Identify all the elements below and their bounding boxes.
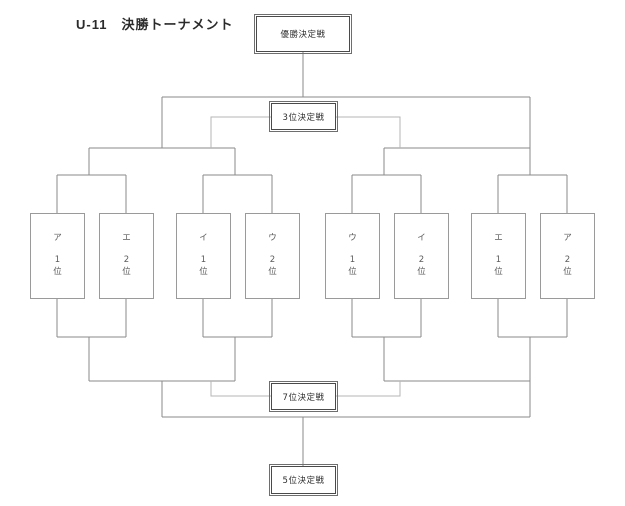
team-box-6[interactable]: イ 2 位 <box>394 213 449 299</box>
team-group-letter: ア <box>563 232 572 243</box>
team-group-letter: ウ <box>348 232 357 243</box>
team-rank-unit: 位 <box>494 266 503 277</box>
team-rank-unit: 位 <box>53 266 62 277</box>
team-rank-unit: 位 <box>199 266 208 277</box>
team-rank: 1 位 <box>199 255 208 278</box>
team-rank-number: 1 <box>349 255 356 266</box>
team-group-letter: イ <box>199 232 208 243</box>
team-group-letter: ア <box>53 232 62 243</box>
team-rank-unit: 位 <box>563 266 572 277</box>
page-title: U-11 決勝トーナメント <box>76 17 234 32</box>
team-rank: 2 位 <box>563 255 572 278</box>
result-box-final-label: 優勝決定戦 <box>280 30 326 40</box>
team-box-3[interactable]: イ 1 位 <box>176 213 231 299</box>
team-group-letter: イ <box>417 232 426 243</box>
team-rank: 2 位 <box>417 255 426 278</box>
team-rank-number: 2 <box>564 255 571 266</box>
team-box-8[interactable]: ア 2 位 <box>540 213 595 299</box>
result-box-final[interactable]: 優勝決定戦 <box>254 14 352 54</box>
team-box-1[interactable]: ア 1 位 <box>30 213 85 299</box>
team-box-4[interactable]: ウ 2 位 <box>245 213 300 299</box>
team-rank-number: 2 <box>123 255 130 266</box>
team-rank-number: 1 <box>54 255 61 266</box>
result-box-fifth-place[interactable]: 5位決定戦 <box>269 464 338 496</box>
team-rank: 1 位 <box>494 255 503 278</box>
result-box-third-place-label: 3位決定戦 <box>282 112 325 123</box>
team-rank-number: 2 <box>418 255 425 266</box>
result-box-seventh-place[interactable]: 7位決定戦 <box>269 381 338 412</box>
team-box-2[interactable]: エ 2 位 <box>99 213 154 299</box>
team-rank-unit: 位 <box>268 266 277 277</box>
result-box-third-place[interactable]: 3位決定戦 <box>269 101 338 132</box>
team-rank-unit: 位 <box>348 266 357 277</box>
team-group-letter: エ <box>122 232 131 243</box>
team-rank: 1 位 <box>53 255 62 278</box>
team-rank-number: 2 <box>269 255 276 266</box>
team-rank: 2 位 <box>122 255 131 278</box>
team-rank: 2 位 <box>268 255 277 278</box>
team-rank-unit: 位 <box>122 266 131 277</box>
team-box-7[interactable]: エ 1 位 <box>471 213 526 299</box>
team-group-letter: ウ <box>268 232 277 243</box>
result-box-seventh-place-label: 7位決定戦 <box>282 392 325 403</box>
team-rank-number: 1 <box>200 255 207 266</box>
team-rank: 1 位 <box>348 255 357 278</box>
result-box-fifth-place-label: 5位決定戦 <box>282 476 325 486</box>
team-rank-unit: 位 <box>417 266 426 277</box>
team-box-5[interactable]: ウ 1 位 <box>325 213 380 299</box>
team-group-letter: エ <box>494 232 503 243</box>
team-rank-number: 1 <box>495 255 502 266</box>
